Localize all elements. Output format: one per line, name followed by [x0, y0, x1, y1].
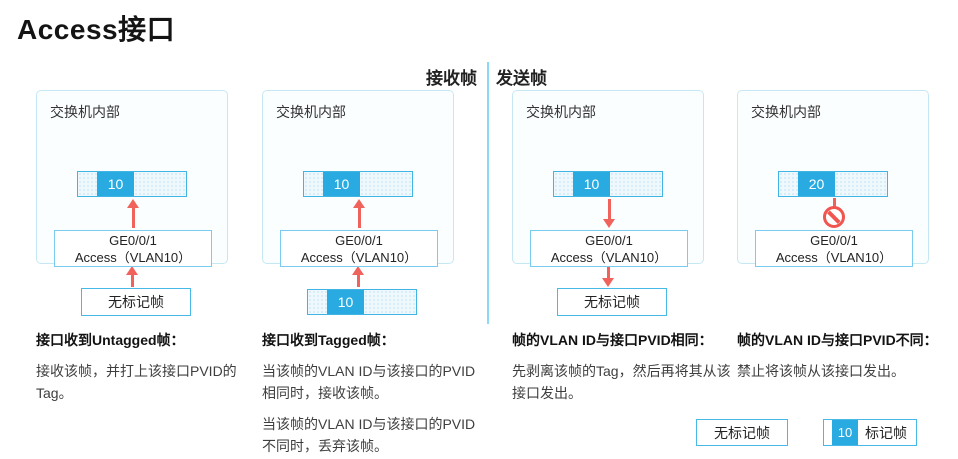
port-mode: Access（VLAN10）	[775, 250, 893, 265]
arrow-up-icon	[353, 199, 365, 228]
port-name: GE0/0/1	[810, 233, 858, 248]
frame-segment	[304, 172, 323, 196]
no-entry-icon	[823, 206, 845, 228]
description-text: 先剥离该帧的Tag，然后再将其从该接口发出。	[512, 363, 731, 401]
switch-internal-label: 交换机内部	[276, 104, 346, 120]
frame-segment	[554, 172, 573, 196]
blocked-connector	[832, 198, 836, 207]
frame-segment	[364, 290, 416, 314]
port-box: GE0/0/1 Access（VLAN10）	[530, 230, 688, 267]
port-name: GE0/0/1	[109, 233, 157, 248]
arrow-up-icon	[352, 266, 364, 287]
arrow-up-icon	[127, 199, 139, 228]
legend-untagged-frame: 无标记帧	[696, 419, 788, 446]
port-mode: Access（VLAN10）	[300, 250, 418, 265]
port-name: GE0/0/1	[335, 233, 383, 248]
frame-segment	[835, 172, 887, 196]
description-receive-tagged: 接口收到Tagged帧： 当该帧的VLAN ID与该接口的PVID相同时，接收该…	[262, 330, 484, 459]
vlan-tag: 10	[327, 290, 364, 314]
frame-segment	[308, 290, 327, 314]
description-text: 当该帧的VLAN ID与该接口的PVID相同时，接收该帧。	[262, 363, 476, 401]
legend-tagged-frame: 10 标记帧	[823, 419, 917, 446]
description-text: 当该帧的VLAN ID与该接口的PVID不同时，丢弃该帧。	[262, 416, 476, 454]
description-heading: 接口收到Untagged帧：	[36, 332, 185, 348]
switch-internal-label: 交换机内部	[751, 104, 821, 120]
switch-internal-label: 交换机内部	[526, 104, 596, 120]
tagged-frame-bar: 10	[553, 171, 663, 197]
description-heading: 帧的VLAN ID与接口PVID不同：	[737, 332, 938, 348]
description-text: 接收该帧，并打上该接口PVID的Tag。	[36, 363, 237, 401]
frame-segment	[824, 420, 832, 445]
frame-segment	[779, 172, 798, 196]
switch-internal-label: 交换机内部	[50, 104, 120, 120]
tagged-frame-bar: 10	[77, 171, 187, 197]
frame-segment	[134, 172, 186, 196]
vlan-tag: 20	[798, 172, 835, 196]
section-divider	[487, 62, 489, 324]
description-send-same-pvid: 帧的VLAN ID与接口PVID相同： 先剥离该帧的Tag，然后再将其从该接口发…	[512, 330, 734, 413]
port-mode: Access（VLAN10）	[74, 250, 192, 265]
panel-receive-tagged: 交换机内部 10 GE0/0/1 Access（VLAN10）	[262, 90, 454, 267]
vlan-tag: 10	[97, 172, 134, 196]
description-send-diff-pvid: 帧的VLAN ID与接口PVID不同： 禁止将该帧从该接口发出。	[737, 330, 958, 391]
tagged-frame-bar: 20	[778, 171, 888, 197]
tagged-frame-bar: 10	[307, 289, 417, 315]
panel-send-diff-pvid: 交换机内部 20 GE0/0/1 Access（VLAN10）	[737, 90, 929, 267]
port-box: GE0/0/1 Access（VLAN10）	[280, 230, 438, 267]
port-name: GE0/0/1	[585, 233, 633, 248]
page-title: Access接口	[17, 14, 176, 45]
receive-frames-label: 接收帧	[426, 69, 477, 88]
vlan-tag: 10	[573, 172, 610, 196]
frame-segment	[78, 172, 97, 196]
arrow-up-icon	[126, 266, 138, 287]
arrow-down-icon	[602, 266, 614, 287]
vlan-tag: 10	[832, 420, 858, 445]
port-box: GE0/0/1 Access（VLAN10）	[54, 230, 212, 267]
tagged-frame-bar: 10	[303, 171, 413, 197]
port-box: GE0/0/1 Access（VLAN10）	[755, 230, 913, 267]
port-mode: Access（VLAN10）	[550, 250, 668, 265]
vlan-tag: 10	[323, 172, 360, 196]
send-frames-label: 发送帧	[496, 69, 547, 88]
frame-segment	[610, 172, 662, 196]
description-heading: 接口收到Tagged帧：	[262, 332, 395, 348]
panel-receive-untagged: 交换机内部 10 GE0/0/1 Access（VLAN10）	[36, 90, 228, 267]
untagged-frame-box: 无标记帧	[81, 288, 191, 316]
arrow-down-icon	[603, 199, 615, 228]
description-receive-untagged: 接口收到Untagged帧： 接收该帧，并打上该接口PVID的Tag。	[36, 330, 258, 413]
legend-tagged-label: 标记帧	[865, 424, 907, 441]
description-text: 禁止将该帧从该接口发出。	[737, 363, 905, 379]
frame-segment	[360, 172, 412, 196]
description-heading: 帧的VLAN ID与接口PVID相同：	[512, 332, 713, 348]
untagged-frame-box: 无标记帧	[557, 288, 667, 316]
panel-send-same-pvid: 交换机内部 10 GE0/0/1 Access（VLAN10）	[512, 90, 704, 267]
